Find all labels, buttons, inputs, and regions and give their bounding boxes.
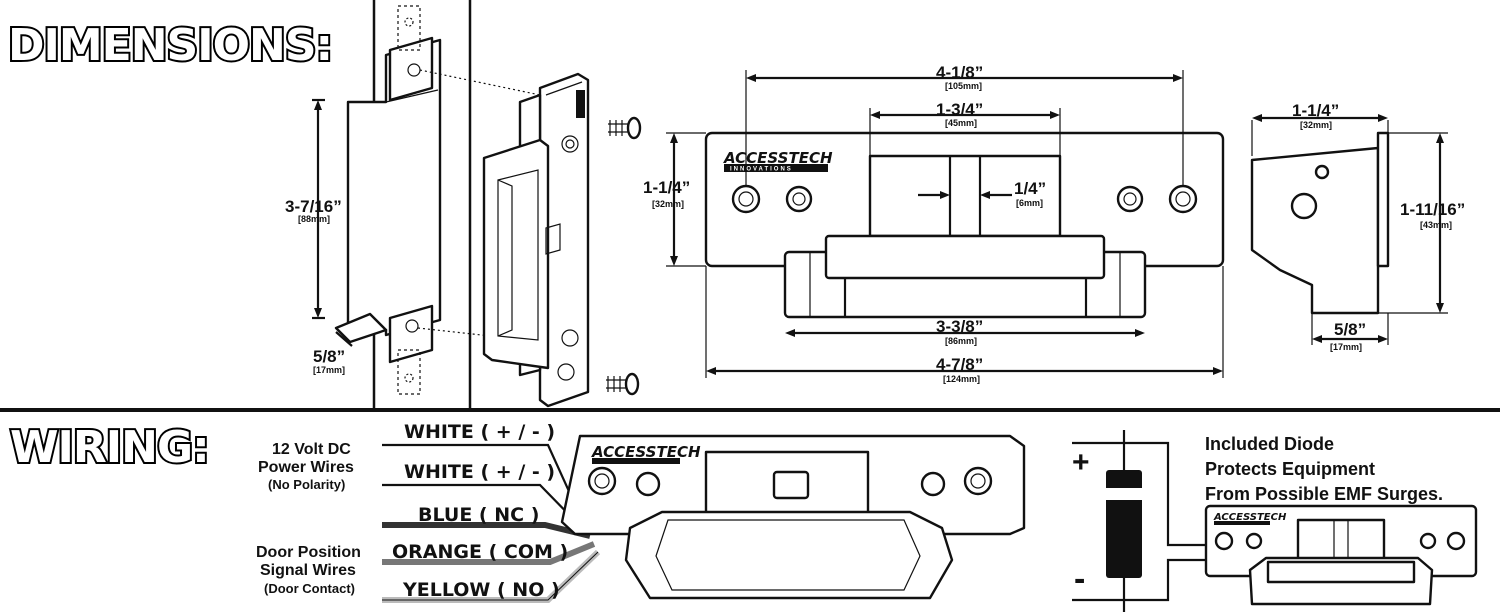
diode-caption: Included Diode Protects Equipment From P… xyxy=(1205,434,1443,504)
dim-front-faceplate-height-metric: [32mm] xyxy=(652,199,684,209)
dim-front-hole-span-imperial: 4-1/8” xyxy=(936,63,983,82)
power-label-line-2: Power Wires xyxy=(258,459,354,476)
power-wire-label: 12 Volt DC Power Wires (No Polarity) xyxy=(258,441,354,492)
dim-profile-height-metric: [43mm] xyxy=(1420,220,1452,230)
dim-front-hole-span: 4-1/8” [105mm] xyxy=(745,63,1184,186)
dim-side-height-metric: [88mm] xyxy=(298,214,330,224)
dim-front-overall-width: 4-7/8” [124mm] xyxy=(705,266,1224,384)
dim-profile-width-metric: [32mm] xyxy=(1300,120,1332,130)
wire-label-white-1: WHITE ( + / - ) xyxy=(404,421,555,443)
wire-label-white-2: WHITE ( + / - ) xyxy=(404,461,555,483)
strike-front-view xyxy=(704,131,1225,319)
dim-front-keeper-width-imperial: 1-3/4” xyxy=(936,100,983,119)
power-label-line-1: 12 Volt DC xyxy=(272,441,351,458)
wiring-strike: ACCESSTECH xyxy=(560,434,1026,600)
dim-front-overall-width-metric: [124mm] xyxy=(943,374,980,384)
dim-profile-height-imperial: 1-11/16” xyxy=(1400,200,1465,219)
dim-profile-depth-imperial: 5/8” xyxy=(1334,320,1366,339)
wiring-heading: WIRING: xyxy=(10,422,209,473)
diode-caption-line-3: From Possible EMF Surges. xyxy=(1205,484,1443,504)
signal-label-line-1: Door Position xyxy=(256,544,361,561)
power-label-line-3: (No Polarity) xyxy=(268,477,345,492)
diode-caption-line-2: Protects Equipment xyxy=(1205,459,1375,479)
dim-front-keeper-width: 1-3/4” [45mm] xyxy=(869,100,1061,156)
dim-front-slot-width-imperial: 1/4” xyxy=(1014,179,1046,198)
dim-side-height-imperial: 3-7/16” xyxy=(285,197,342,216)
diode-caption-line-1: Included Diode xyxy=(1205,434,1334,454)
screw-top xyxy=(608,116,642,140)
strike-perspective-view xyxy=(482,72,590,408)
dim-side-depth-metric: [17mm] xyxy=(313,365,345,375)
wire-labels: WHITE ( + / - ) WHITE ( + / - ) BLUE ( N… xyxy=(392,421,568,601)
wiring-brand-name: ACCESSTECH xyxy=(591,443,701,461)
dim-front-slot-width-metric: [6mm] xyxy=(1016,198,1043,208)
dim-front-hole-span-metric: [105mm] xyxy=(945,81,982,91)
mini-brand-name: ACCESSTECH xyxy=(1213,512,1287,523)
dim-side-depth-imperial: 5/8” xyxy=(313,347,345,366)
signal-wire-label: Door Position Signal Wires (Door Contact… xyxy=(256,544,361,596)
dim-profile-depth: 5/8” [17mm] xyxy=(1311,313,1389,352)
dim-front-body-width: 3-3/8” [86mm] xyxy=(785,317,1145,346)
wire-label-yellow: YELLOW ( NO ) xyxy=(402,579,560,601)
dim-profile-height: 1-11/16” [43mm] xyxy=(1378,132,1465,314)
dim-front-body-width-imperial: 3-3/8” xyxy=(936,317,983,336)
wire-label-orange: ORANGE ( COM ) xyxy=(392,541,568,563)
wire-label-blue: BLUE ( NC ) xyxy=(418,504,539,526)
brand-name: ACCESSTECH xyxy=(723,149,833,167)
diode-plus-sign: + xyxy=(1072,446,1090,479)
signal-label-line-3: (Door Contact) xyxy=(264,581,355,596)
diode-minus-sign: - xyxy=(1074,560,1085,598)
front-logo: ACCESSTECH INNOVATIONS xyxy=(723,149,833,173)
brand-sub: INNOVATIONS xyxy=(730,167,793,173)
dim-front-keeper-width-metric: [45mm] xyxy=(945,118,977,128)
dim-front-slot-width: 1/4” [6mm] xyxy=(918,179,1046,208)
diode-diagram: + - xyxy=(1072,430,1205,612)
dim-profile-width-imperial: 1-1/4” xyxy=(1292,101,1339,120)
dim-profile-width: 1-1/4” [32mm] xyxy=(1252,101,1388,130)
dim-profile-depth-metric: [17mm] xyxy=(1330,342,1362,352)
mini-strike: ACCESSTECH xyxy=(1204,504,1478,606)
strike-profile-view xyxy=(1250,120,1390,315)
dim-front-overall-width-imperial: 4-7/8” xyxy=(936,355,983,374)
dim-front-faceplate-height: 1-1/4” [32mm] xyxy=(643,132,706,267)
signal-label-line-2: Signal Wires xyxy=(260,562,356,579)
dim-front-faceplate-height-imperial: 1-1/4” xyxy=(643,178,690,197)
keeper-side-view xyxy=(334,5,546,395)
dim-side-height: 3-7/16” [88mm] xyxy=(285,98,342,320)
dim-front-body-width-metric: [86mm] xyxy=(945,336,977,346)
screw-bottom xyxy=(606,372,640,396)
dim-side-depth: 5/8” [17mm] xyxy=(313,331,353,375)
dimensions-heading: DIMENSIONS: xyxy=(8,20,332,71)
